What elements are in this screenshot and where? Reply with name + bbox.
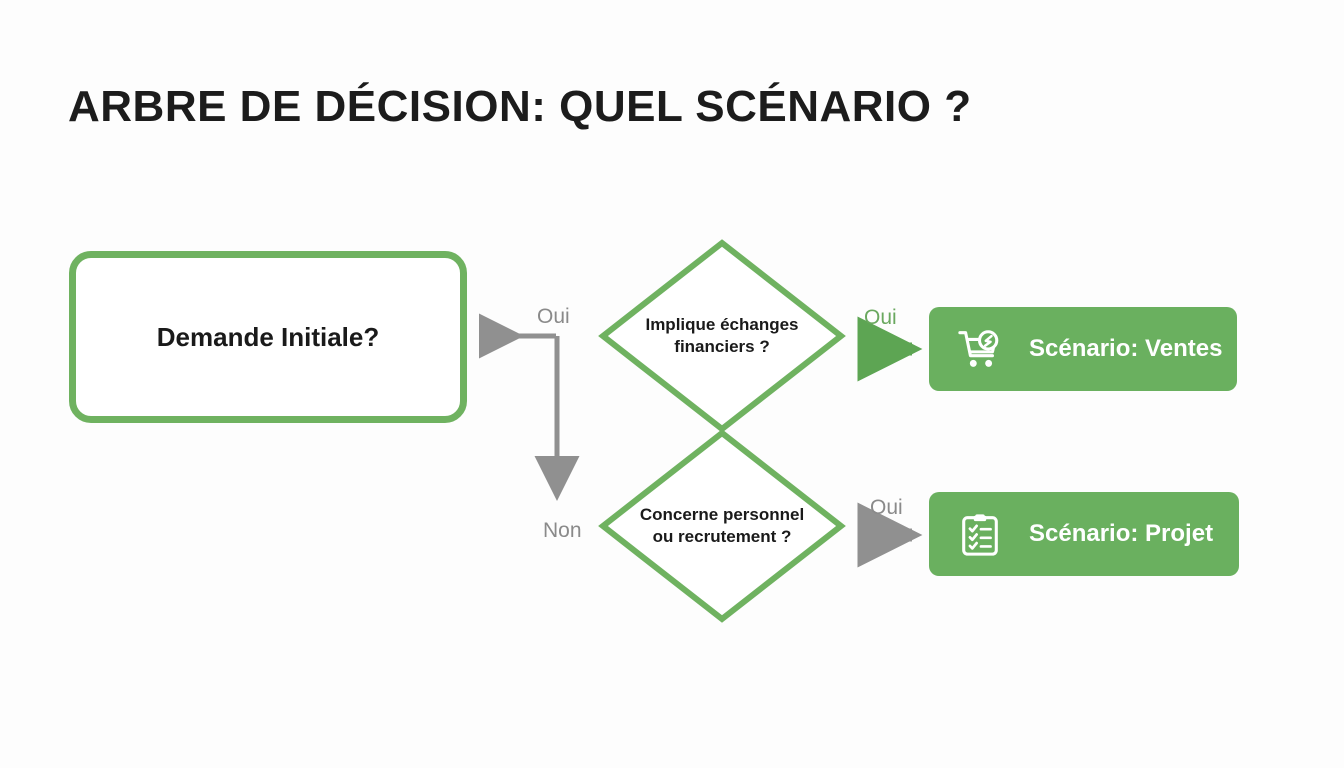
- clipboard-checklist-icon: [962, 514, 998, 556]
- node-root-demande-initiale[interactable]: Demande Initiale?: [69, 251, 467, 423]
- node-outcome-projet[interactable]: Scénario: Projet: [929, 492, 1239, 576]
- outcome-ventes-label: Scénario: Ventes: [1029, 335, 1223, 362]
- decision-financial-text: Implique échanges financiers ?: [598, 238, 846, 434]
- shopping-cart-money-icon: [958, 330, 999, 367]
- decision-hr-text: Concerne personnel ou recrutement ?: [598, 428, 846, 624]
- diamond-shape-financial: [598, 239, 846, 433]
- node-outcome-ventes[interactable]: Scénario: Ventes: [929, 307, 1237, 391]
- edge-label-oui-to-root: Oui: [537, 305, 570, 328]
- edge-label-oui-to-sales: Oui: [864, 306, 897, 329]
- decision-hr-line1: Concerne personnel: [639, 504, 805, 524]
- decision-hr-line2: ou recrutement ?: [652, 527, 792, 546]
- edge-label-oui-to-project: Oui: [870, 496, 903, 519]
- node-decision-hr[interactable]: Concerne personnel ou recrutement ?: [598, 428, 846, 624]
- page-title: ARBRE DE DÉCISION: QUEL SCÉNARIO ?: [68, 82, 972, 131]
- diamond-shape-hr: [598, 429, 846, 623]
- decision-financial-line2: financiers ?: [674, 337, 770, 356]
- node-decision-financial[interactable]: Implique échanges financiers ?: [598, 238, 846, 434]
- root-node-label: Demande Initiale?: [156, 321, 380, 352]
- edge-label-non: Non: [543, 519, 582, 542]
- decision-financial-line1: Implique échanges: [645, 314, 799, 334]
- outcome-projet-label: Scénario: Projet: [1029, 520, 1214, 547]
